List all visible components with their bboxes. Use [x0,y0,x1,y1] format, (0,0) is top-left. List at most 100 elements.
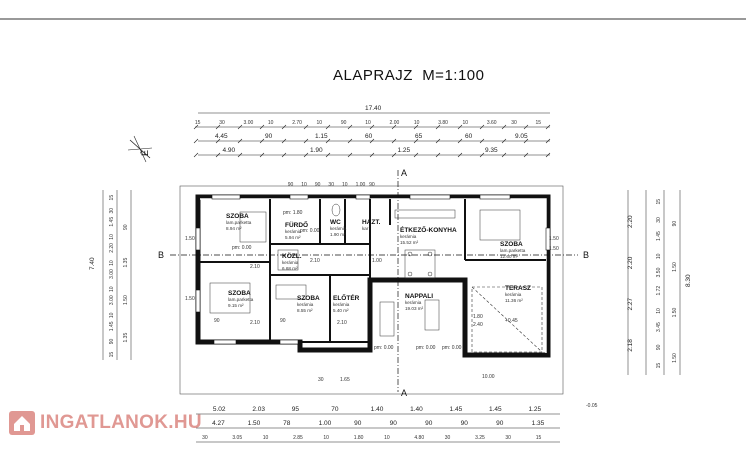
dim-label: 10 [656,253,662,259]
room-floor: kerámia [297,302,314,307]
room-name: SZOBA [228,290,251,297]
roof-outline [179,185,564,395]
level-terrace: +0.45 [505,318,518,324]
dim-label: 15 [656,199,662,205]
dim-label: 1.45 [450,406,463,413]
dim-label: 95 [292,406,300,413]
dim-label: 1.50 [123,295,129,305]
dim-label: 1.45 [109,321,115,331]
terrace-outline [471,286,543,353]
dim-label: 15 [536,435,542,441]
dim-label: 15 [109,352,115,358]
dim-col-right-mid: 2.202.202.272.18 [627,215,634,352]
dim-label: 2.27 [627,297,634,310]
dim-label: 10 [323,435,329,441]
room-area: 6.68 m² [282,266,298,271]
dim-misc-5: 10.00 [482,374,495,380]
dim-label: 1.25 [528,406,541,413]
dim-label: 30 [445,435,451,441]
dim-label: 1.00 [356,182,366,188]
small-dim-label: 1.00 [372,258,382,264]
room-floor: kerámia [282,260,299,265]
dim-label: 1.50 [672,262,678,272]
dim-label: 1.50 [672,353,678,363]
dim-label: 4.45 [215,133,228,140]
dim-label: 30 [202,435,208,441]
level-label: pm: 0.00 [300,228,320,234]
dim-label: 10 [414,120,420,126]
dim-label: 10 [384,435,390,441]
dim-label: 1.15 [315,133,328,140]
dim-label: 60 [365,133,373,140]
dim-label: 10 [109,234,115,240]
dim-label: 90 [315,182,321,188]
dim-label: 10 [109,312,115,318]
dim-label: 3.00 [109,295,115,305]
dim-label: 2.85 [293,435,303,441]
small-dim-label: 2.10 [337,320,347,326]
watermark-text: INGATLANOK.HU [40,412,202,433]
room-name: SZOBA [500,241,523,248]
dimension-lines-side [102,190,681,375]
dim-label: 30 [219,120,225,126]
dim-label: 1.40 [371,406,384,413]
dim-label: 30 [328,182,334,188]
room-floor: kerámia [405,300,422,305]
section-label-a-top: A [401,168,407,178]
small-dim-label: 2.10 [250,320,260,326]
furniture [209,203,521,337]
level-outside: -0.05 [586,403,598,409]
dim-label: 1.35 [123,333,129,343]
dim-label: 90 [109,339,115,345]
room-area: 8.55 m² [297,308,313,313]
building-walls [195,194,551,358]
dim-col-left-inner: 901.351.501.35 [123,224,129,342]
dim-label: 9.05 [515,133,528,140]
dim-label: 78 [283,420,291,427]
north-arrow-icon [127,135,153,163]
dim-label: 2.00 [390,120,400,126]
dim-label: 65 [415,133,423,140]
room-name: NAPPALI [405,293,433,300]
dim-label: 1.45 [109,217,115,227]
room-floor: lam.parketta [500,248,526,253]
dim-label: 1.00 [319,420,332,427]
dim-label: 90 [390,420,398,427]
dim-label: 15 [656,363,662,369]
dim-label: 1.72 [656,286,662,296]
dim-label: 90 [354,420,362,427]
room-floor: kar [362,226,369,231]
dim-right-total: 8.30 [685,274,692,287]
dim-label: 1.80 [354,435,364,441]
dim-label: 10 [317,120,323,126]
room-area: 9.15 m² [228,303,244,308]
windows [195,194,551,345]
dim-label: 4.90 [223,147,236,154]
dim-label: 30 [505,435,511,441]
small-dim-label: 2.10 [310,258,320,264]
dim-label: 1.50 [248,420,261,427]
dim-label: 90 [369,182,375,188]
dim-label: 90 [425,420,433,427]
dim-label: 90 [341,120,347,126]
dim-label: 15 [195,120,201,126]
watermark: INGATLANOK.HU [8,410,202,436]
small-dim-label: 90 [280,318,286,324]
dim-label: 2.03 [252,406,265,413]
dim-label: 4.27 [212,420,225,427]
dim-label: 90 [672,221,678,227]
dim-label: 1.45 [489,406,502,413]
section-label-b-right: B [583,250,589,260]
room-name: KÖZL. [282,251,302,260]
dim-label: 1.50 [672,307,678,317]
dim-col-right-inner: 90 1.50 1.50 1.50 [672,221,678,363]
small-dim-label: 2.10 [250,264,260,270]
room-floor: lam.parketta [226,220,252,225]
